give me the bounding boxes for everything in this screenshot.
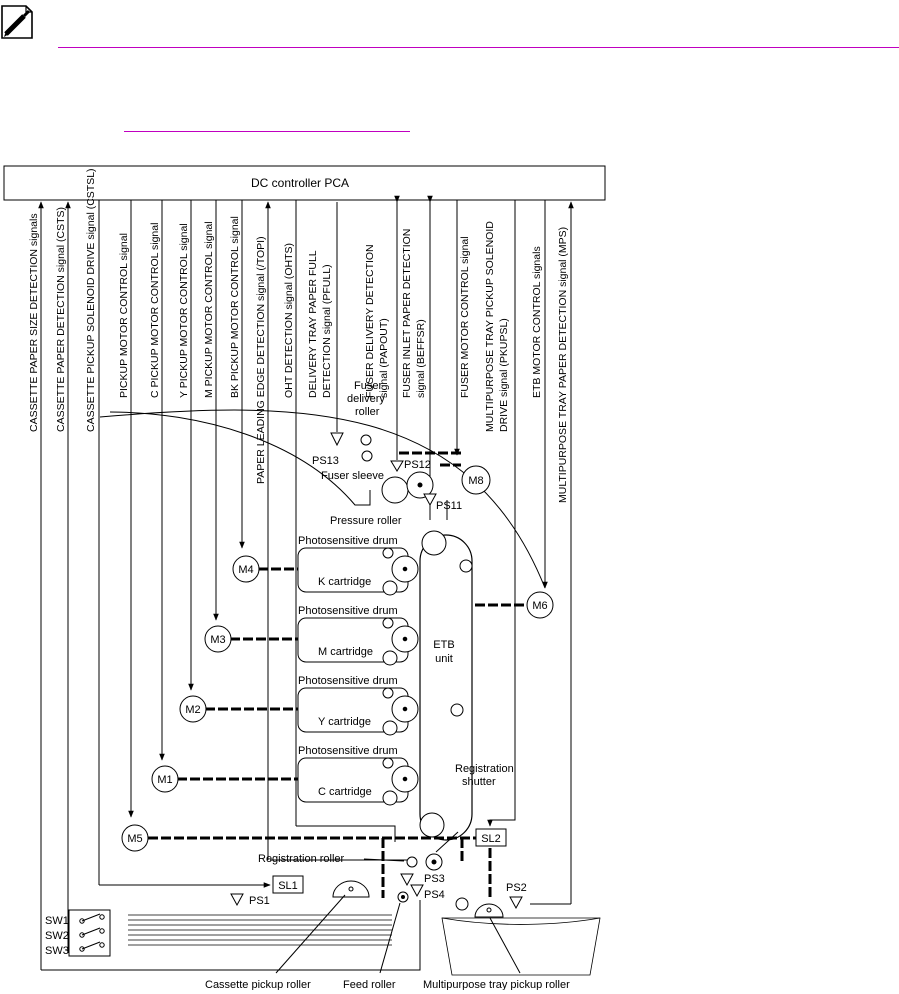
switch-sw2-label: SW2 (45, 930, 69, 942)
motor-m3-label: M3 (210, 634, 225, 646)
motor-m8 (461, 465, 491, 495)
signal-label-ohts: OHT DETECTION signal (OHTS) (283, 243, 295, 398)
motor-m8-label: M8 (468, 475, 483, 487)
note-divider (58, 47, 899, 48)
fuser-delivery-roller (360, 434, 372, 446)
sensor-ps1 (230, 893, 244, 907)
sensor-ps2 (509, 896, 523, 910)
signal-label-papout-1: FUSER DELIVERY DETECTION (364, 244, 376, 398)
motor-m3 (204, 625, 232, 653)
cross-reference-link[interactable] (124, 131, 410, 132)
signal-label-y-pickup: Y PICKUP MOTOR CONTROL signal (178, 223, 190, 398)
motor-m1 (151, 765, 179, 793)
signal-label-pfull-2: DETECTION signal (PFULL) (321, 264, 333, 398)
motor-m5-label: M5 (127, 833, 142, 845)
drum-label-k: Photosensitive drum (298, 535, 398, 547)
fuser-sleeve-label: Fuser sleeve (321, 470, 384, 482)
signal-label-pkupsl-2: DRIVE signal (PKUPSL) (498, 318, 510, 432)
solenoid-sl1-label: SL1 (278, 880, 298, 892)
signal-label-c-pickup: C PICKUP MOTOR CONTROL signal (149, 223, 161, 398)
motor-m2 (179, 695, 207, 723)
signal-label-beffsr-1: FUSER INLET PAPER DETECTION (401, 229, 413, 398)
motor-m4 (232, 555, 260, 583)
solenoid-sl2 (475, 828, 507, 847)
k-cartridge-label: K cartridge (318, 576, 371, 588)
signal-label-beffsr-2: signal (BEFFSR) (415, 319, 427, 398)
c-cartridge-label: C cartridge (318, 786, 372, 798)
motor-m5 (121, 824, 149, 852)
signal-label-bk-pickup: BK PICKUP MOTOR CONTROL signal (229, 216, 241, 398)
note-pencil-icon (1, 5, 33, 39)
sensor-ps13-label: PS13 (312, 455, 339, 467)
signal-label-csts: CASSETTE PAPER DETECTION signal (CSTS) (55, 207, 67, 432)
registration-roller-label: Registration roller (258, 853, 345, 865)
signal-label-pkupsl-1: MULTIPURPOSE TRAY PICKUP SOLENOID (484, 221, 496, 432)
pressure-roller-label: Pressure roller (330, 515, 402, 527)
sensor-ps4 (410, 884, 424, 898)
y-cartridge-label: Y cartridge (318, 716, 371, 728)
sensor-ps12 (390, 460, 404, 472)
sensor-ps12-label: PS12 (404, 459, 431, 471)
signal-diagram: DC controller PCA CASSETTE PAPER SIZE DE… (3, 165, 606, 990)
etb-label-2: unit (435, 653, 453, 665)
sensor-ps1-label: PS1 (249, 895, 270, 907)
drum-label-m: Photosensitive drum (298, 605, 398, 617)
sensor-ps4-label: PS4 (424, 889, 445, 901)
signal-label-topi: PAPER LEADING EDGE DETECTION signal (/TO… (255, 236, 267, 484)
motor-m6-label: M6 (532, 600, 547, 612)
motor-m1-label: M1 (157, 774, 172, 786)
etb-unit-belt (419, 534, 473, 841)
signal-label-mps: MULTIPURPOSE TRAY PAPER DETECTION signal… (557, 227, 569, 503)
signal-label-etb-motor: ETB MOTOR CONTROL signals (531, 246, 543, 398)
m-cartridge-label: M cartridge (318, 646, 373, 658)
sensor-ps2-label: PS2 (506, 882, 527, 894)
cassette-pickup-roller-label: Cassette pickup roller (205, 979, 311, 990)
signal-label-cassette-size: CASSETTE PAPER SIZE DETECTION signals (28, 213, 40, 432)
signal-label-cstsl: CASSETTE PICKUP SOLENOID DRIVE signal (C… (85, 168, 97, 432)
fuser-delivery-label-3: roller (355, 406, 380, 418)
motor-m2-label: M2 (185, 704, 200, 716)
mp-pickup-roller-label: Multipurpose tray pickup roller (423, 979, 570, 990)
signal-label-m-pickup: M PICKUP MOTOR CONTROL signal (203, 221, 215, 398)
solenoid-sl1 (272, 875, 304, 894)
etb-label-1: ETB (433, 639, 454, 651)
feed-roller-label: Feed roller (343, 979, 396, 990)
signal-label-pickup-motor: PICKUP MOTOR CONTROL signal (118, 233, 130, 398)
fuser-sleeve (381, 476, 409, 504)
solenoid-sl2-label: SL2 (481, 833, 501, 845)
fuser-delivery-label-2: delivery (347, 393, 385, 405)
sensor-ps3-label: PS3 (424, 873, 445, 885)
drum-label-y: Photosensitive drum (298, 675, 398, 687)
fuser-delivery-label-1: Fuser (354, 380, 382, 392)
sensor-ps3 (400, 873, 414, 887)
drum-label-c: Photosensitive drum (298, 745, 398, 757)
sensor-ps11-label: PS11 (436, 500, 462, 512)
motor-m6 (526, 591, 554, 619)
dc-controller-box (3, 165, 606, 201)
signal-label-pfull-1: DELIVERY TRAY PAPER FULL (307, 250, 319, 398)
dc-controller-label: DC controller PCA (251, 176, 349, 190)
switch-sw1-label: SW1 (45, 915, 69, 927)
registration-shutter-label-2: shutter (462, 776, 496, 788)
sensor-ps13 (330, 432, 344, 447)
switch-sw3-label: SW3 (45, 945, 69, 957)
registration-shutter-label-1: Registration (455, 763, 514, 775)
motor-m4-label: M4 (238, 564, 253, 576)
signal-label-fuser-motor: FUSER MOTOR CONTROL signal (459, 236, 471, 398)
signal-label-papout-2: signal (PAPOUT) (378, 318, 390, 398)
sensor-ps11 (423, 493, 437, 507)
